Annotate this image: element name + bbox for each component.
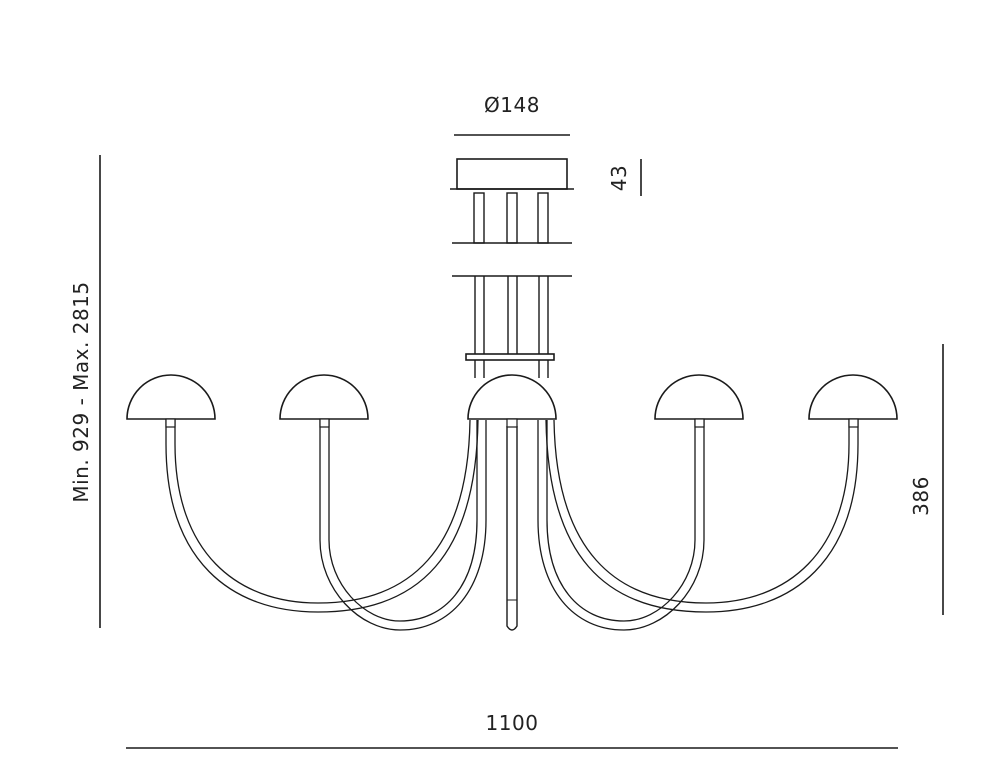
overall-width-label: 1100	[486, 711, 539, 735]
canopy-height-label: 43	[607, 165, 631, 191]
canopy-diameter-label: Ø148	[484, 93, 540, 117]
inner-rods	[474, 360, 549, 378]
dome-shade-5	[808, 374, 898, 420]
chandelier	[126, 158, 898, 631]
dimension-lines	[99, 134, 944, 749]
dome-shade-3	[467, 374, 557, 420]
arm-far-left	[165, 419, 479, 613]
arm-far-right	[545, 419, 859, 613]
arm-mid-right	[537, 419, 705, 631]
arm-mid-left	[319, 419, 487, 631]
dome-shade-4	[654, 374, 744, 420]
dome-collars	[165, 418, 859, 428]
dome-shade-2	[279, 374, 369, 420]
suspension-rods	[473, 192, 549, 354]
dome-shade-1	[126, 374, 216, 420]
dome-shades	[126, 374, 898, 420]
arm-height-label: 386	[909, 476, 933, 516]
hub-ring	[465, 353, 555, 361]
ceiling-canopy	[456, 158, 568, 190]
center-drop-rod	[506, 426, 518, 631]
overall-height-label: Min. 929 - Max. 2815	[69, 281, 93, 502]
